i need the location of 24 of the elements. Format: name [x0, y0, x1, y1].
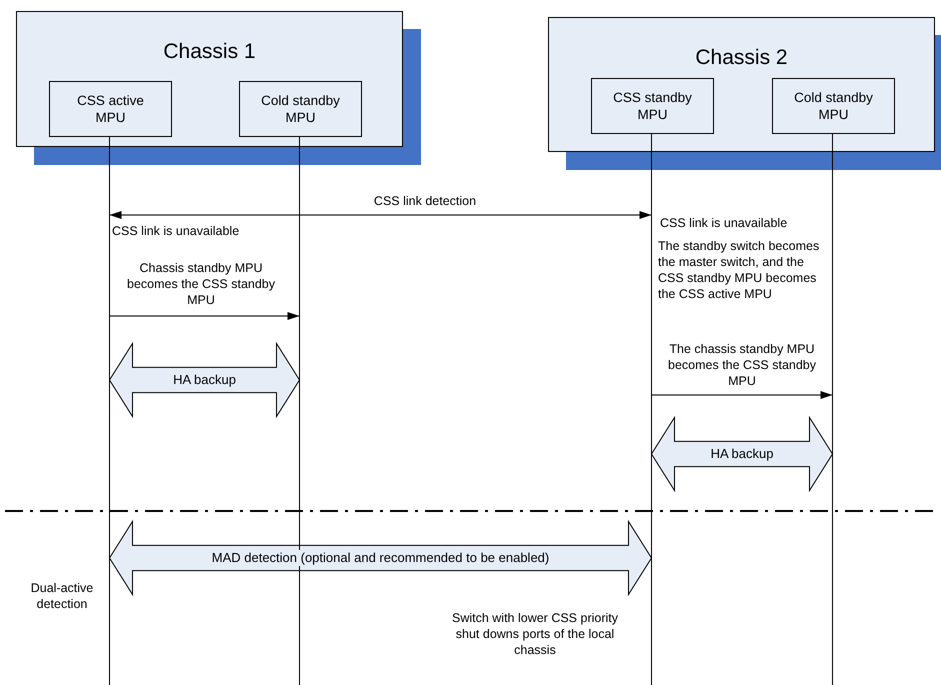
- chassis-box: [16, 11, 403, 147]
- mpu-label: CSS active MPU: [76, 92, 145, 126]
- arrow: [651, 391, 833, 399]
- mpu-box: [591, 78, 714, 134]
- note-text: Switch with lower CSS priority shut downs ports of the local chassis: [450, 610, 619, 658]
- chassis-title: Chassis 1: [162, 39, 257, 65]
- mpu-box: [49, 81, 172, 137]
- note-text: Dual-active detection: [30, 580, 94, 612]
- mpu-box: [239, 81, 362, 137]
- mpu-label: CSS standby MPU: [612, 89, 693, 123]
- chassis-title: Chassis 2: [694, 45, 789, 71]
- lifeline: [651, 133, 652, 685]
- note-text: CSS link is unavailable: [660, 215, 788, 231]
- note-text: CSS link is unavailable: [112, 223, 240, 239]
- mpu-box: [772, 78, 895, 134]
- lifeline: [299, 136, 300, 685]
- lifeline: [832, 133, 833, 685]
- note-text: The standby switch becomes the master switch, and the CSS standby MPU becomes the CSS active MPU: [658, 238, 820, 302]
- arrow: [109, 312, 300, 320]
- mpu-label: Cold standby MPU: [260, 92, 341, 126]
- mpu-label: Cold standby MPU: [793, 89, 874, 123]
- arrow: [109, 211, 652, 219]
- chassis-box: [548, 17, 935, 152]
- lifeline: [109, 136, 110, 685]
